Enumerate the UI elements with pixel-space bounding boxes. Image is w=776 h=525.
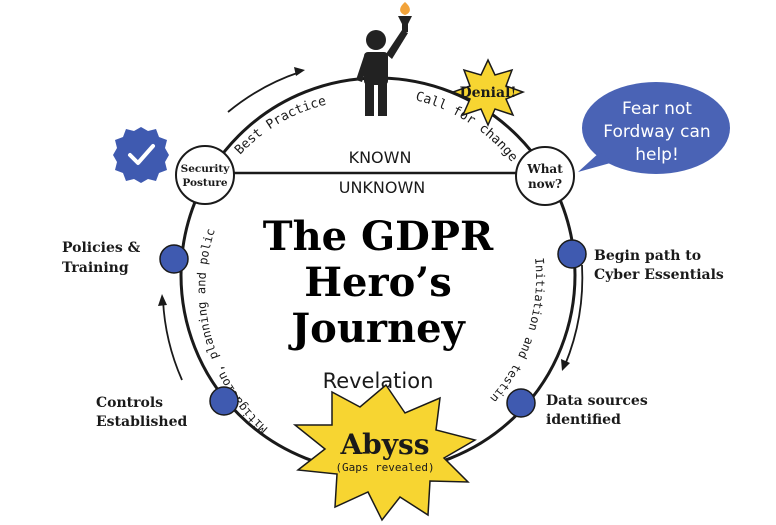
title-line-2: Hero’s xyxy=(304,259,451,306)
left-arrow-head xyxy=(158,294,167,306)
title-line-3: Journey xyxy=(288,305,466,352)
what-now-line-1: What xyxy=(526,162,563,176)
left-arrow xyxy=(162,299,183,381)
top-arrow-head xyxy=(294,67,305,76)
title-line-1: The GDPR xyxy=(263,213,494,260)
hero-with-torch-icon xyxy=(356,2,412,116)
policies-label-line-2: Training xyxy=(62,260,129,276)
speech-bubble-line-3: help! xyxy=(635,145,679,165)
security-posture-line-1: Security xyxy=(181,163,231,175)
policies-label-line-1: Policies & xyxy=(62,240,141,256)
speech-bubble-line-2: Fordway can xyxy=(603,122,710,142)
what-now-line-2: now? xyxy=(528,177,562,191)
initiation-label: Initiation and testing xyxy=(0,0,547,406)
security-posture-line-2: Posture xyxy=(182,177,228,189)
subtitle-revelation: Revelation xyxy=(323,369,434,393)
denial-burst xyxy=(450,58,526,127)
cyber-essentials-node xyxy=(557,239,587,269)
right-arrow xyxy=(564,264,584,366)
mitigation-label: Mitigation, planning and policy xyxy=(0,0,270,436)
speech-bubble-line-1: Fear not xyxy=(622,99,692,119)
speech-bubble xyxy=(578,82,730,174)
cyber-label-line-1: Begin path to xyxy=(594,248,701,264)
what-now-node xyxy=(515,146,575,206)
top-arrow xyxy=(227,71,301,113)
abyss-burst xyxy=(292,383,477,522)
abyss-sublabel: (Gaps revealed) xyxy=(335,461,434,474)
security-posture-node xyxy=(175,145,235,205)
controls-label-line-2: Established xyxy=(96,414,187,430)
unknown-label: UNKNOWN xyxy=(339,178,426,197)
known-label: KNOWN xyxy=(349,148,412,167)
data-sources-label-line-1: Data sources xyxy=(546,393,648,409)
data-sources-label-line-2: identified xyxy=(546,412,621,428)
verified-check-badge-icon xyxy=(113,127,169,183)
denial-label: Denial! xyxy=(459,85,516,101)
policies-node xyxy=(159,244,189,274)
right-arrow-head xyxy=(561,359,570,371)
abyss-label: Abyss xyxy=(339,428,429,461)
data-sources-node xyxy=(506,388,536,418)
cyber-label-line-2: Cyber Essentials xyxy=(594,267,724,283)
controls-label-line-1: Controls xyxy=(96,395,163,411)
controls-node xyxy=(209,386,239,416)
